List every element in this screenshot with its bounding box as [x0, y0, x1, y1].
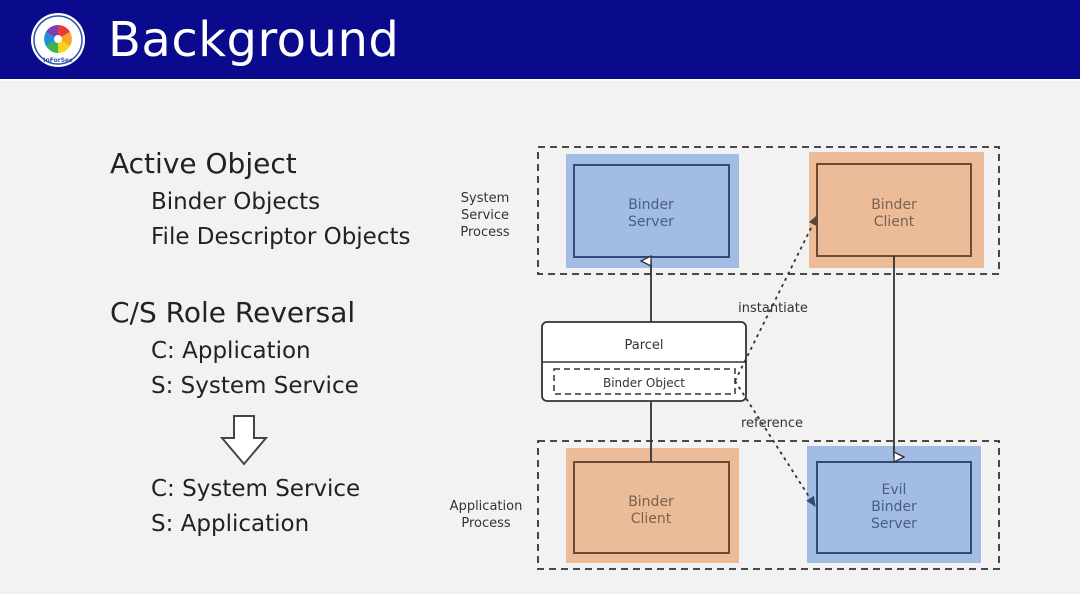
bullet-heading-role-reversal: C/S Role Reversal — [110, 296, 356, 329]
bullet-heading-active-object: Active Object — [110, 147, 297, 180]
reference-label: reference — [741, 416, 803, 431]
app-binder-client-label: Client — [631, 511, 672, 527]
binder-diagram: System Service Process Binder Server Bin… — [450, 146, 1000, 570]
evil-binder-server-node: Evil Binder Server — [807, 446, 981, 563]
application-process-boundary — [537, 440, 1000, 570]
bullet-item: File Descriptor Objects — [151, 224, 411, 250]
binder-server-label: Server — [628, 214, 674, 230]
binder-client-node-system: Binder Client — [809, 152, 984, 268]
evil-server-label: Binder — [871, 499, 917, 515]
system-process-label: System — [461, 191, 509, 206]
binder-client-label: Client — [874, 214, 915, 230]
app-binder-client-label: Binder — [628, 494, 674, 510]
system-process-boundary — [537, 146, 1000, 275]
bullet-item: C: Application — [151, 338, 311, 364]
page-title: Background — [108, 12, 400, 68]
instantiate-label: instantiate — [738, 301, 808, 316]
application-process-label: Process — [461, 516, 511, 531]
evil-server-label: Server — [871, 516, 917, 532]
binder-object-label: Binder Object — [603, 376, 685, 390]
parcel-node: Parcel Binder Object — [541, 321, 747, 402]
binder-client-node-app: Binder Client — [566, 448, 739, 563]
logo-text: InForSec — [43, 57, 73, 64]
bullet-item: S: Application — [151, 511, 310, 537]
parcel-label: Parcel — [624, 338, 663, 353]
slide-header: InForSec Background — [0, 0, 1080, 81]
evil-server-label: Evil — [882, 482, 907, 498]
binder-client-label: Binder — [871, 197, 917, 213]
bullet-item: C: System Service — [151, 476, 361, 502]
binder-server-node: Binder Server — [566, 154, 739, 268]
system-process-label: Process — [460, 225, 510, 240]
binder-server-label: Binder — [628, 197, 674, 213]
down-arrow-icon — [220, 415, 268, 466]
bullet-item: S: System Service — [151, 373, 359, 399]
system-process-label: Service — [461, 208, 509, 223]
edge-reference — [734, 380, 816, 507]
edge-instantiate — [734, 215, 818, 382]
application-process-label: Application — [450, 499, 523, 514]
inforsec-logo-icon: InForSec — [31, 13, 85, 67]
bullet-item: Binder Objects — [151, 189, 321, 215]
